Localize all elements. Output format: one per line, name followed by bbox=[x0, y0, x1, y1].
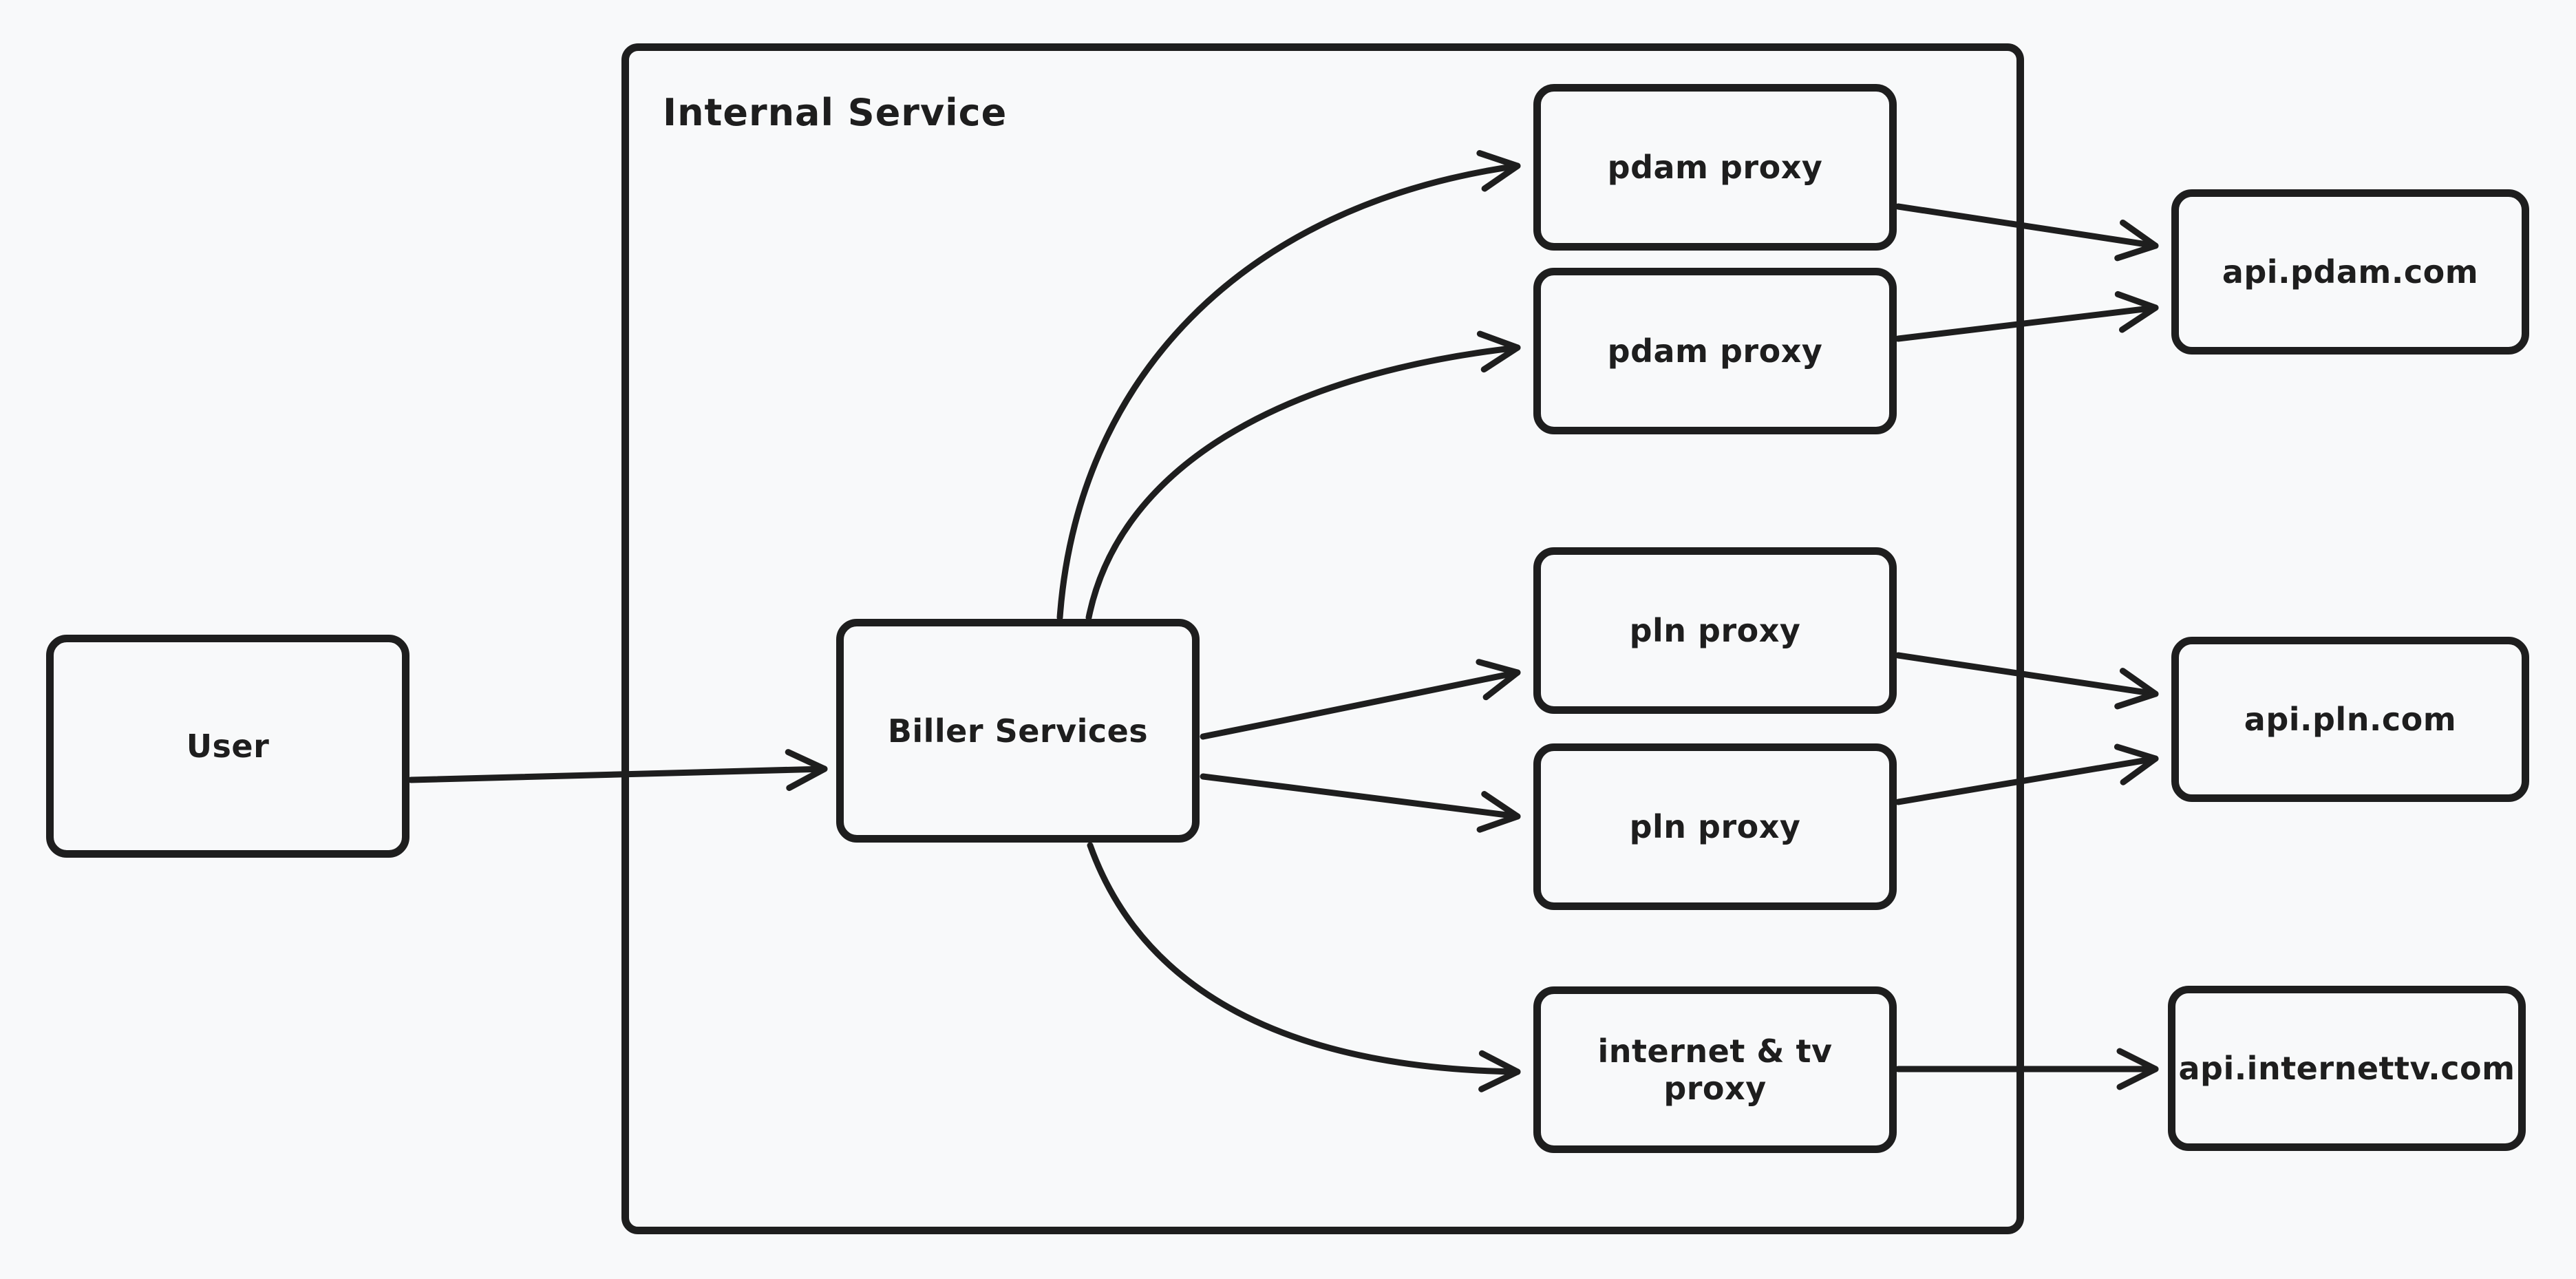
node-api-pdam: api.pdam.com bbox=[2171, 189, 2529, 355]
node-api-pln: api.pln.com bbox=[2171, 637, 2529, 802]
node-pln-proxy-1: pln proxy bbox=[1533, 547, 1897, 714]
node-pdam-proxy-1: pdam proxy bbox=[1533, 84, 1897, 251]
internal-service-container bbox=[621, 43, 2024, 1234]
node-biller-services: Biller Services bbox=[836, 619, 1200, 843]
internal-service-label: Internal Service bbox=[663, 91, 1008, 134]
node-internet-tv-proxy: internet & tv proxy bbox=[1533, 986, 1897, 1153]
node-user: User bbox=[46, 635, 409, 858]
node-pln-proxy-2: pln proxy bbox=[1533, 743, 1897, 910]
node-api-internettv: api.internettv.com bbox=[2168, 986, 2526, 1151]
node-pdam-proxy-2: pdam proxy bbox=[1533, 268, 1897, 434]
